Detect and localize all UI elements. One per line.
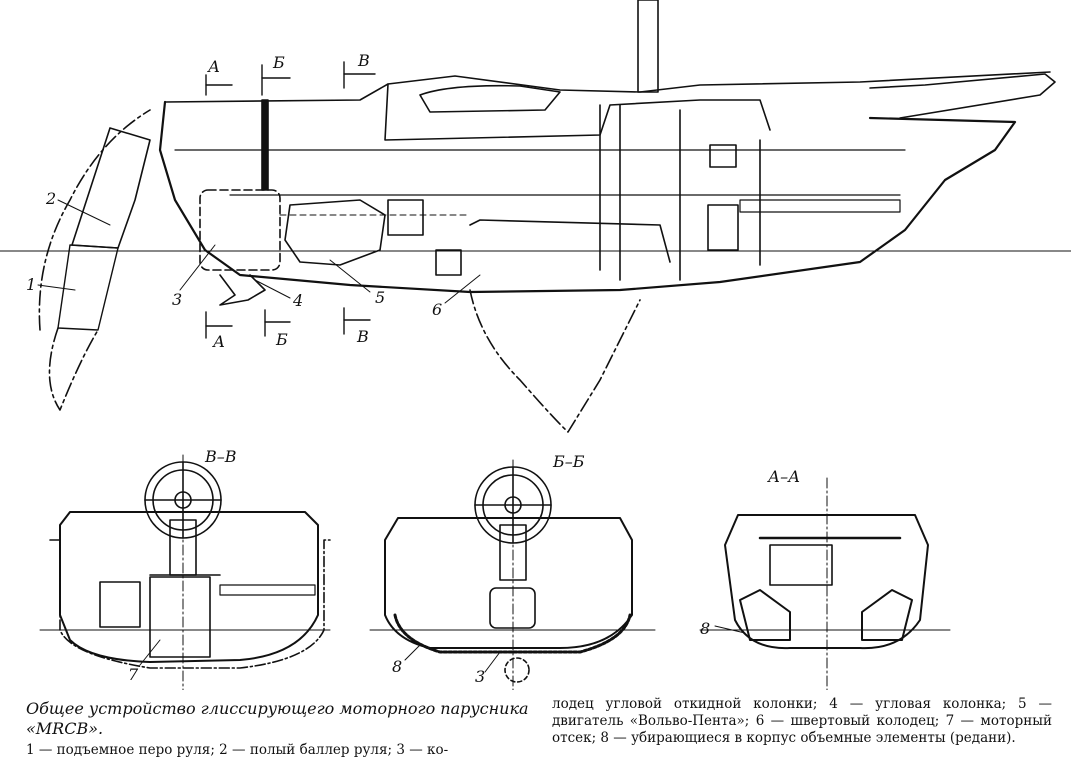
section-bb [369, 459, 656, 690]
cabin-window [419, 84, 561, 113]
mark-b-top: Б [272, 53, 285, 72]
callout-2: 2 [45, 189, 56, 208]
wheel-profile [261, 99, 269, 191]
callout-6: 6 [432, 300, 442, 319]
centerboard [469, 289, 641, 433]
callout-8-aa: 8 [700, 619, 710, 638]
callout-8-bb: 8 [392, 657, 402, 676]
mark-v-bottom: В [356, 327, 369, 346]
rudder-blade [57, 244, 119, 331]
section-title-aa: А–А [767, 467, 800, 486]
callout-7: 7 [128, 665, 139, 684]
mark-b-bottom: Б [275, 330, 288, 349]
section-title-vv: В–В [204, 447, 237, 466]
hull-profile [158, 100, 1017, 294]
rudder-raised [38, 109, 151, 331]
section-vv [39, 454, 331, 690]
rudder-stock [71, 127, 151, 249]
mast [637, 0, 659, 93]
centerboard-trunk [469, 219, 671, 263]
callout-4: 4 [292, 291, 303, 310]
legend-left: 1 — подъемное перо руля; 2 — полый балле… [26, 742, 449, 758]
section-arrows-bottom [205, 307, 371, 339]
deck-sheer [164, 71, 1051, 103]
section-arrows-top [205, 61, 376, 96]
callout-3: 3 [172, 290, 182, 309]
engine [284, 199, 386, 266]
bow-pulpit [869, 73, 1056, 119]
stern-drive [219, 274, 266, 306]
mark-v-top: В [357, 51, 370, 70]
section-aa [699, 477, 951, 690]
figure-title: Общее устройство глиссирующего моторного… [26, 699, 529, 738]
callout-3-bb: 3 [475, 667, 485, 686]
leaders-side [37, 199, 481, 304]
mark-a-top: А [207, 57, 220, 76]
mark-a-bottom: А [212, 332, 225, 351]
callout-5: 5 [375, 288, 385, 307]
callout-1: 1 [26, 275, 36, 294]
cabin-top [384, 83, 771, 141]
section-title-bb: Б–Б [552, 452, 585, 471]
legend-right: лодец угловой откидной колонки; 4 — угло… [552, 696, 1052, 746]
boat-drawing: А Б В А Б В 1 2 3 4 5 6 В–В Б–Б А–А 7 8 … [0, 0, 1071, 690]
